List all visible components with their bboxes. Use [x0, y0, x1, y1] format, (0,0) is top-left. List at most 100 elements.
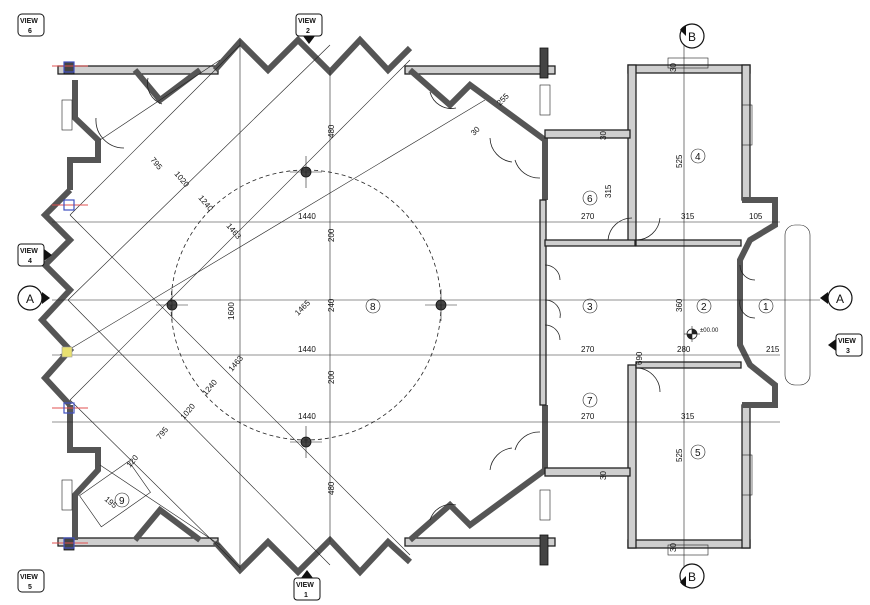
dim-240: 240 [327, 298, 336, 312]
svg-text:VIEW: VIEW [296, 582, 314, 589]
svg-text:VIEW: VIEW [838, 338, 856, 345]
view-1-marker: VIEW 1 [293, 570, 321, 601]
wall-left-upper [67, 80, 101, 190]
room-8: 8 [365, 298, 381, 314]
dim-1440-bot: 1440 [298, 412, 316, 421]
dim-195: 195 [103, 495, 119, 511]
level-marker: ±00.00 [684, 326, 719, 342]
svg-text:4: 4 [695, 152, 701, 163]
wall-annex-left-lower [627, 364, 637, 549]
svg-text:6: 6 [587, 194, 593, 205]
svg-text:3: 3 [587, 302, 593, 313]
pier-tr [539, 47, 549, 79]
dim-480-top: 480 [327, 124, 336, 138]
wall-top-zigzag [212, 35, 413, 77]
room-1: 1 [758, 298, 774, 314]
svg-text:A: A [836, 292, 844, 306]
dim-795-top: 795 [148, 156, 164, 172]
view-2-marker: VIEW 2 [295, 13, 323, 44]
view-3-marker: VIEW 3 [828, 333, 863, 357]
dim-1463-top: 1463 [224, 222, 243, 242]
svg-text:6: 6 [28, 28, 32, 35]
dim-280: 280 [677, 345, 691, 354]
dim-1240-top: 1240 [196, 194, 215, 214]
svg-text:VIEW: VIEW [20, 18, 38, 25]
dim-1440-mid: 1440 [298, 345, 316, 354]
svg-text:8: 8 [370, 302, 376, 313]
doors [95, 77, 756, 521]
wall-left-lower [67, 405, 101, 540]
svg-text:VIEW: VIEW [298, 18, 316, 25]
svg-text:3: 3 [846, 348, 850, 355]
svg-text:VIEW: VIEW [20, 574, 38, 581]
room-3: 3 [582, 298, 598, 314]
wall-room6-bottom [544, 239, 636, 247]
svg-text:A: A [26, 292, 34, 306]
dim-270-mid: 270 [581, 345, 595, 354]
dim-1463-bot: 1463 [227, 353, 246, 373]
room-9: 9 [114, 492, 130, 508]
section-b-bottom: B [679, 563, 705, 589]
dim-315-room6: 315 [604, 184, 613, 198]
wall-annex-right-lower [741, 404, 751, 549]
wall-annex-top [627, 64, 751, 74]
grid-lines [52, 40, 820, 570]
room-labels: 1 2 3 4 5 6 7 8 9 [114, 148, 774, 508]
dim-270-bot: 270 [581, 412, 595, 421]
dim-1020-bot: 1020 [179, 401, 198, 421]
bench-9 [79, 460, 151, 528]
wall-bottom-zigzag [212, 535, 413, 577]
column-crosshairs [156, 156, 457, 458]
dim-795-bot: 795 [155, 425, 171, 441]
dim-200-top: 200 [327, 228, 336, 242]
dim-1600: 1600 [227, 302, 236, 320]
svg-text:5: 5 [28, 584, 32, 591]
wall-bottom-left-corner [132, 505, 202, 543]
dim-525-bot: 525 [675, 448, 684, 462]
svg-text:VIEW: VIEW [20, 248, 38, 255]
dim-525-top: 525 [675, 154, 684, 168]
wall-bottom-right [404, 537, 556, 547]
annex-walls [544, 64, 811, 549]
room-2: 2 [696, 298, 712, 314]
room-4: 4 [690, 148, 706, 164]
view-5-marker: VIEW 5 [17, 569, 45, 593]
dim-480-bot: 480 [327, 481, 336, 495]
wall-room5-top [635, 361, 742, 369]
dim-120: 120 [125, 453, 141, 469]
room-7: 7 [582, 392, 598, 408]
wall-bottom-right-corner [408, 405, 548, 543]
dim-1465: 1465 [293, 298, 312, 317]
section-a-left: A [17, 285, 50, 311]
dim-360: 360 [675, 298, 684, 312]
wall-room6-top [544, 129, 631, 139]
dim-30-c: 30 [669, 63, 678, 72]
svg-text:7: 7 [587, 396, 593, 407]
svg-text:B: B [688, 30, 696, 44]
wall-room4-bottom [635, 239, 742, 247]
main-hall-walls [37, 35, 556, 577]
windows [61, 57, 753, 556]
wall-annex-bottom [627, 539, 751, 549]
dim-105: 105 [749, 212, 763, 221]
dim-690: 690 [635, 351, 644, 365]
dim-1240-bot: 1240 [201, 377, 220, 397]
wall-room7-bottom [544, 467, 631, 477]
dim-215: 215 [766, 345, 780, 354]
dim-270-top: 270 [581, 212, 595, 221]
dim-30-b: 30 [599, 471, 608, 480]
view-6-marker: VIEW 6 [17, 13, 45, 37]
wall-left-zigzag [37, 187, 75, 408]
svg-text:5: 5 [695, 448, 701, 459]
svg-text:B: B [688, 570, 696, 584]
wall-hall-right [539, 199, 547, 406]
dim-315-bot: 315 [681, 412, 695, 421]
dim-1440-top: 1440 [298, 212, 316, 221]
wall-annex-right-upper [741, 64, 751, 201]
dim-315-top: 315 [681, 212, 695, 221]
svg-text:1: 1 [304, 592, 308, 599]
room-5: 5 [690, 444, 706, 460]
level-label: ±00.00 [700, 328, 719, 334]
view-4-marker: VIEW 4 [17, 243, 52, 267]
